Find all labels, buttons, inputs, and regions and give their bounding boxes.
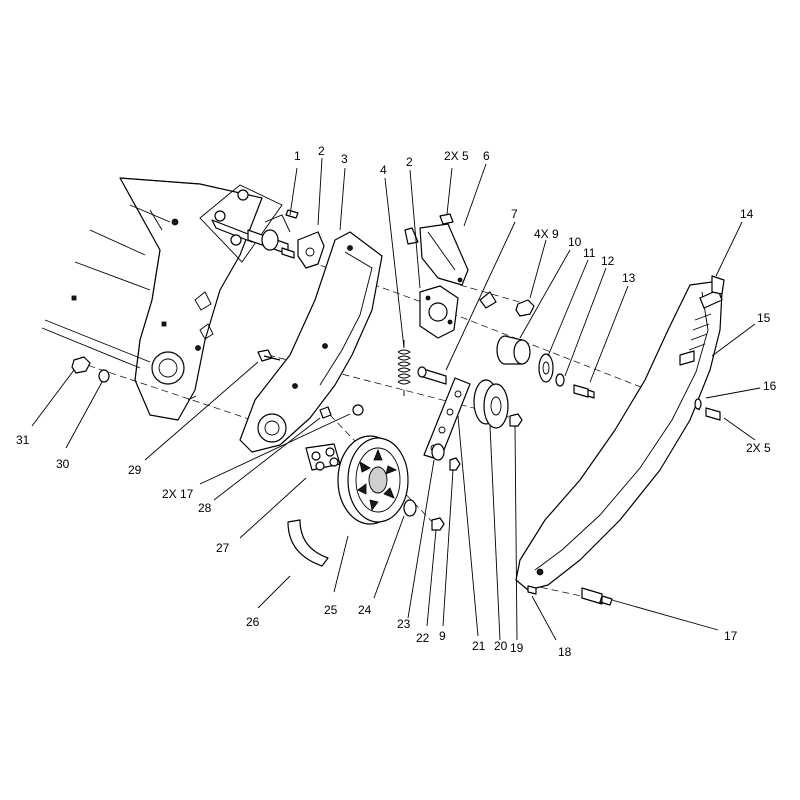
bracket-part-6: [419, 213, 469, 286]
nut-part-9: [515, 299, 535, 317]
washer-part-17: [352, 404, 364, 416]
washer-part-30: [98, 369, 110, 383]
clip-part-b: [479, 291, 497, 309]
label-26: 26: [246, 615, 260, 629]
bolt-part-17: [581, 587, 613, 606]
label-2x5b: 2X 5: [746, 441, 771, 455]
label-1: 1: [294, 149, 301, 163]
washer-part-16: [694, 398, 702, 410]
pulley-part-20: [473, 379, 509, 429]
label-18: 18: [558, 645, 572, 659]
label-23: 23: [397, 617, 411, 631]
label-20: 20: [494, 639, 508, 653]
label-22: 22: [416, 631, 430, 645]
label-24: 24: [358, 603, 372, 617]
label-14: 14: [740, 207, 754, 221]
washer-part-12: [555, 373, 565, 387]
label-28: 28: [198, 501, 212, 515]
nut-part-9b: [449, 457, 461, 471]
washer-part-23: [431, 443, 445, 461]
roller-bracket-part-27: [305, 443, 341, 471]
bolt-part-28: [319, 406, 332, 419]
washer-part-11: [538, 353, 554, 383]
label-16: 16: [763, 379, 777, 393]
label-3: 3: [341, 152, 348, 166]
nut-part-22: [431, 517, 445, 531]
leader-lines: [31, 157, 761, 641]
label-4x9: 4X 9: [534, 227, 559, 241]
chain-case-cover: [239, 231, 383, 453]
label-25: 25: [324, 603, 338, 617]
clip-part-18: [527, 585, 537, 595]
bolt-part-29: [257, 349, 281, 362]
screw-part-2x5: [705, 407, 721, 421]
label-30: 30: [56, 457, 70, 471]
idler-arm-part-21: [423, 377, 471, 461]
label-2x17: 2X 17: [162, 487, 194, 501]
auger-housing: [41, 177, 263, 421]
label-11: 11: [583, 246, 596, 260]
label-27: 27: [216, 541, 230, 555]
label-21: 21: [472, 639, 486, 653]
clip-part: [404, 227, 419, 245]
label-31: 31: [16, 433, 30, 447]
label-6: 6: [483, 149, 490, 163]
label-10: 10: [568, 235, 582, 249]
drive-pulley-part-25: [337, 435, 409, 525]
chain-guard-part-14: [515, 275, 725, 591]
spring-part-4: [397, 340, 411, 396]
washer-part-24: [403, 499, 417, 517]
label-13: 13: [622, 271, 636, 285]
label-19: 19: [510, 641, 524, 655]
bracket-hole: [305, 247, 315, 257]
label-4: 4: [380, 163, 387, 177]
nut-part-31: [71, 356, 91, 374]
idler-hub-part-10: [496, 335, 531, 365]
label-2x5a: 2X 5: [444, 149, 469, 163]
bolt-part-13: [573, 384, 595, 399]
bracket-part-2: [297, 231, 325, 269]
plate-part-2: [419, 285, 459, 339]
callout-labels: 1 2 3 4 2 2X 5 6 7 4X 9 10 11 12 13 14 1…: [16, 144, 777, 659]
label-29: 29: [128, 463, 142, 477]
label-15: 15: [757, 311, 771, 325]
belt-part-26: [287, 519, 329, 567]
label-2b: 2: [406, 155, 413, 169]
label-12: 12: [601, 254, 615, 268]
label-7: 7: [511, 207, 518, 221]
label-9: 9: [439, 629, 446, 643]
label-2a: 2: [318, 144, 325, 158]
label-17: 17: [724, 629, 738, 643]
bearing-subassembly: [199, 184, 299, 263]
nut-part-19: [509, 413, 523, 427]
